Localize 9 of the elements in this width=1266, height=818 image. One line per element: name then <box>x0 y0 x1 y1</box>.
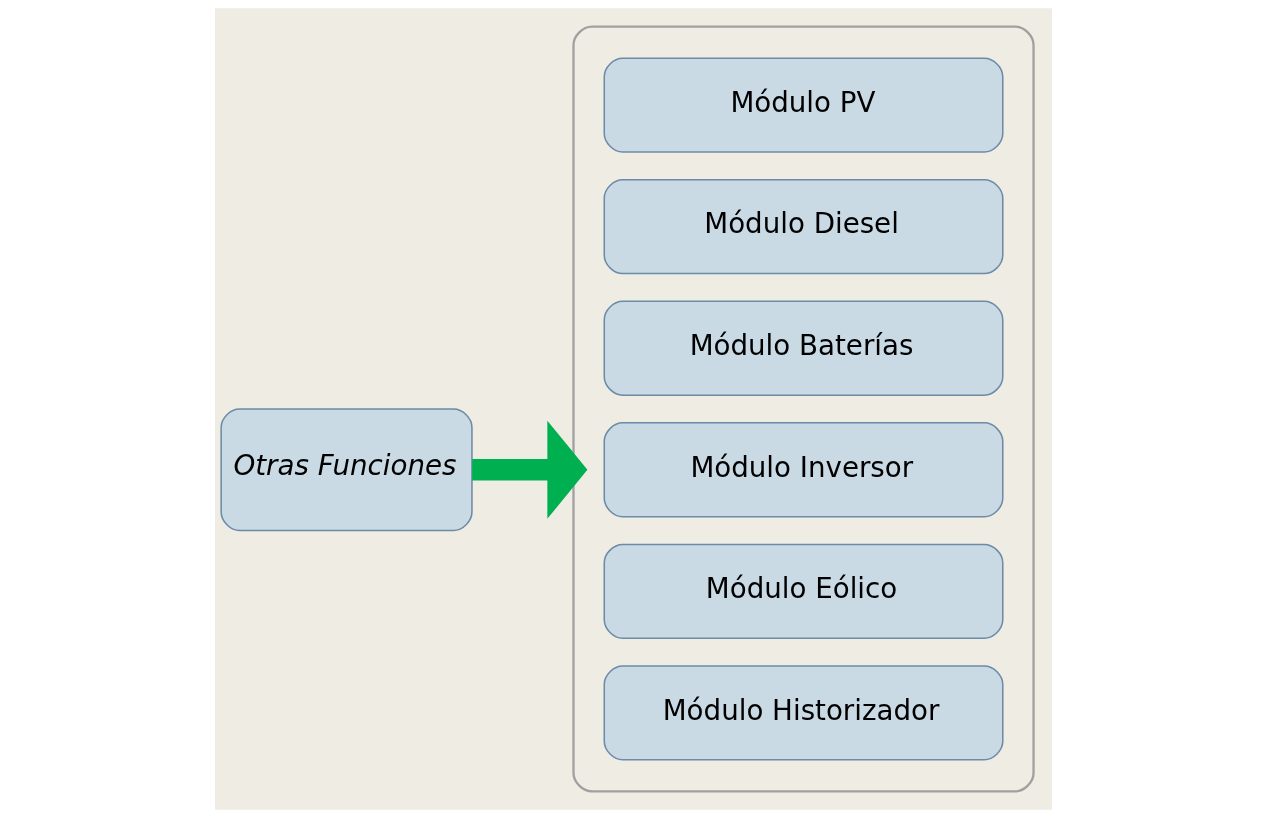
node-box: Módulo PV <box>603 57 1004 153</box>
node-box: Otras Funciones <box>219 408 473 532</box>
cluster <box>571 25 1035 793</box>
node-box: Módulo Eólico <box>603 543 1004 639</box>
node-box: Módulo Baterías <box>603 300 1004 396</box>
node-box: Módulo Diesel <box>603 179 1004 275</box>
arrow <box>471 420 587 519</box>
node-box: Módulo Inversor <box>603 422 1004 518</box>
node-box: Módulo Historizador <box>603 665 1004 761</box>
